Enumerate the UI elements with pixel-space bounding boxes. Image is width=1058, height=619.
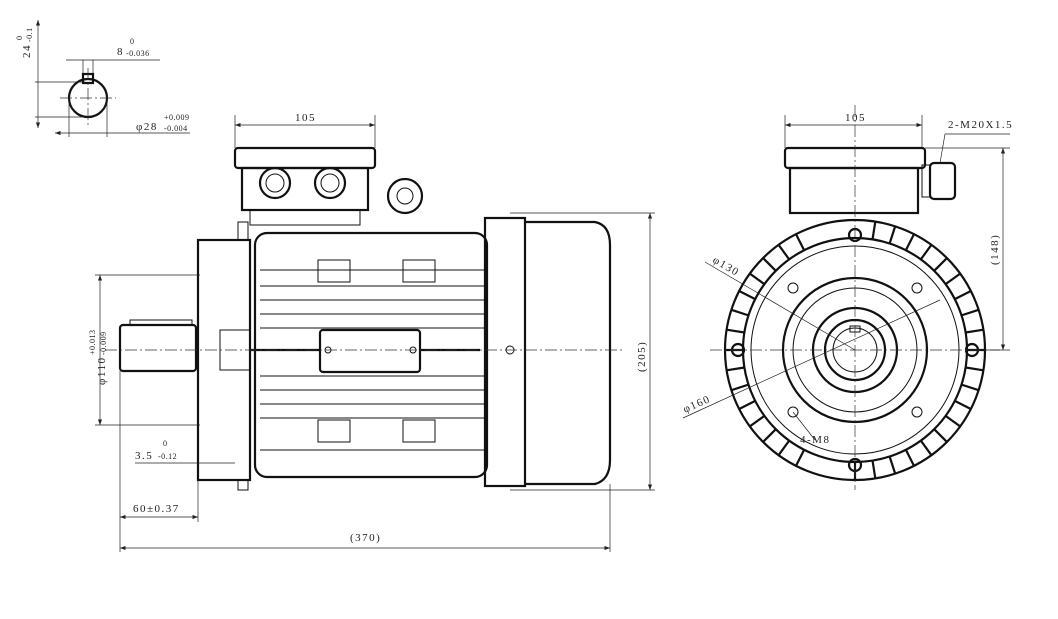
tol: 0 bbox=[130, 37, 135, 46]
end-terminal-box-width-label: 105 bbox=[845, 112, 866, 124]
fin bbox=[888, 226, 897, 244]
fin bbox=[762, 428, 777, 443]
overall-height-label: (205) bbox=[636, 341, 648, 372]
axis-height-label: (148) bbox=[989, 234, 1001, 265]
spigot-pcd-label: φ130 bbox=[711, 254, 742, 279]
tol: -0.036 bbox=[126, 49, 150, 58]
fin bbox=[762, 257, 777, 272]
terminal-box-width-label: 105 bbox=[295, 112, 316, 124]
shaft-length-label: 60±0.37 bbox=[133, 503, 180, 515]
holes-label: 4-M8 bbox=[800, 434, 830, 446]
fin bbox=[738, 399, 756, 410]
tol: -0.009 bbox=[99, 331, 108, 355]
fin bbox=[954, 290, 972, 301]
shaft-diameter-label: φ28 bbox=[136, 121, 158, 133]
fin bbox=[749, 272, 766, 286]
fin bbox=[731, 308, 749, 317]
fin bbox=[726, 328, 745, 334]
fin bbox=[726, 366, 745, 372]
fin bbox=[954, 399, 972, 410]
fin bbox=[933, 428, 948, 443]
flange-spigot-label: 3.5 bbox=[135, 450, 153, 462]
overall-length-label: (370) bbox=[350, 532, 381, 544]
spigot-diameter-label: φ110 bbox=[96, 357, 108, 385]
tol: -0.12 bbox=[158, 452, 177, 461]
tol: 0 bbox=[15, 36, 24, 41]
tol: +0.013 bbox=[88, 329, 97, 355]
cooling-fins bbox=[260, 269, 485, 451]
fin bbox=[965, 366, 984, 372]
fin bbox=[738, 290, 756, 301]
fin bbox=[777, 439, 791, 456]
fin bbox=[919, 244, 933, 261]
fin bbox=[749, 414, 766, 428]
shaft-section: 24 0 -0.1 8 0 -0.036 φ28 +0.009 -0.004 bbox=[15, 20, 190, 137]
tol: +0.009 bbox=[164, 113, 190, 122]
fin bbox=[904, 449, 915, 467]
tol: -0.1 bbox=[25, 27, 34, 42]
fin bbox=[871, 221, 877, 240]
fin bbox=[933, 257, 948, 272]
fin bbox=[944, 272, 961, 286]
fin bbox=[731, 383, 749, 392]
key-width-label: 8 bbox=[117, 46, 124, 58]
fin bbox=[919, 439, 933, 456]
flange-pcd-label: φ160 bbox=[681, 393, 712, 416]
fin bbox=[888, 456, 897, 474]
fin bbox=[944, 414, 961, 428]
cable-gland bbox=[928, 161, 957, 201]
fin bbox=[795, 233, 806, 251]
fin bbox=[904, 233, 915, 251]
nameplate bbox=[318, 328, 422, 374]
side-view: 105 (205) (370) 60±0.37 3.5 0 -0.12 φ110… bbox=[88, 112, 655, 552]
fin bbox=[965, 328, 984, 334]
cable-gland-label: 2-M20X1.5 bbox=[948, 119, 1013, 131]
key-height-label: 24 bbox=[21, 44, 33, 58]
fin bbox=[961, 308, 979, 317]
fin bbox=[961, 383, 979, 392]
tol: -0.004 bbox=[164, 124, 188, 133]
tol: 0 bbox=[163, 439, 168, 448]
fin bbox=[777, 244, 791, 261]
fin bbox=[795, 449, 806, 467]
end-view: 105 2-M20X1.5 (148) φ130 φ160 4-M8 bbox=[681, 105, 1013, 490]
fin bbox=[871, 460, 877, 479]
